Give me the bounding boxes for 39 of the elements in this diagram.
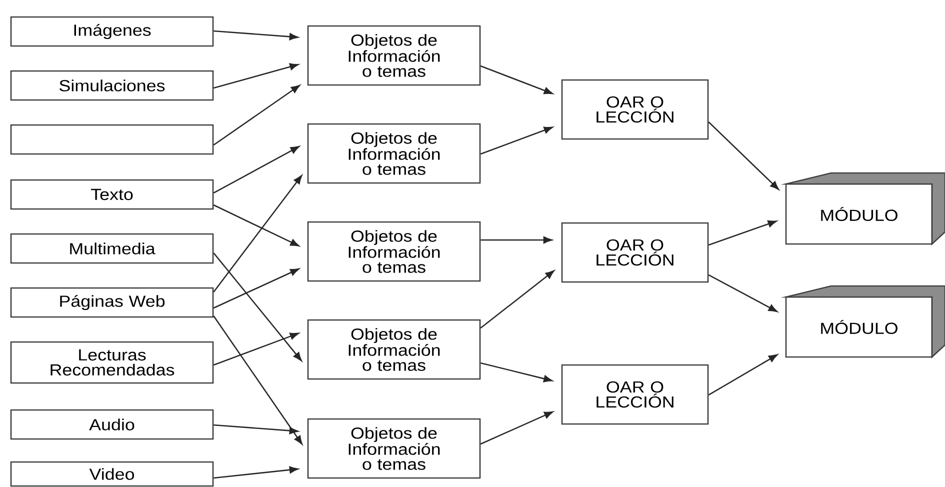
object-box: Objetos de Información o temas [307, 123, 481, 184]
arrow [213, 316, 302, 445]
arrow [708, 220, 777, 246]
arrow [480, 411, 554, 445]
object-box: Objetos de Información o temas [307, 25, 481, 86]
resource-box: Multimedia [10, 233, 214, 264]
lesson-box: OAR O LECCIÓN [561, 222, 709, 283]
arrow [708, 354, 778, 396]
arrow [480, 65, 553, 94]
arrow [213, 63, 299, 89]
object-box: Objetos de Información o temas [307, 221, 481, 282]
resource-box: Texto [10, 179, 214, 210]
resource-box: Imágenes [10, 16, 214, 47]
arrow [480, 362, 553, 382]
arrow [480, 236, 552, 244]
resource-box: Simulaciones [10, 70, 214, 101]
lesson-box: OAR O LECCIÓN [561, 79, 709, 140]
arrow [213, 84, 300, 146]
arrow [708, 122, 779, 190]
arrow [214, 30, 298, 40]
arrow [213, 332, 299, 366]
arrow [213, 252, 302, 362]
arrow [213, 175, 302, 292]
arrow [480, 270, 554, 328]
arrow [213, 146, 300, 194]
arrow [480, 126, 553, 155]
arrow [213, 204, 300, 246]
resource-box: Video [10, 461, 214, 487]
lesson-box: OAR O LECCIÓN [561, 364, 709, 425]
resource-box: Lecturas Recomendadas [10, 341, 214, 384]
object-box: Objetos de Información o temas [307, 418, 481, 479]
resource-box: Páginas Web [10, 287, 214, 318]
arrow [708, 274, 778, 312]
resource-box: Audio [10, 409, 214, 440]
arrow [214, 424, 298, 434]
arrow [213, 268, 300, 309]
object-box: Objetos de Información o temas [307, 319, 481, 380]
arrow [214, 466, 298, 479]
resource-box [10, 124, 214, 155]
